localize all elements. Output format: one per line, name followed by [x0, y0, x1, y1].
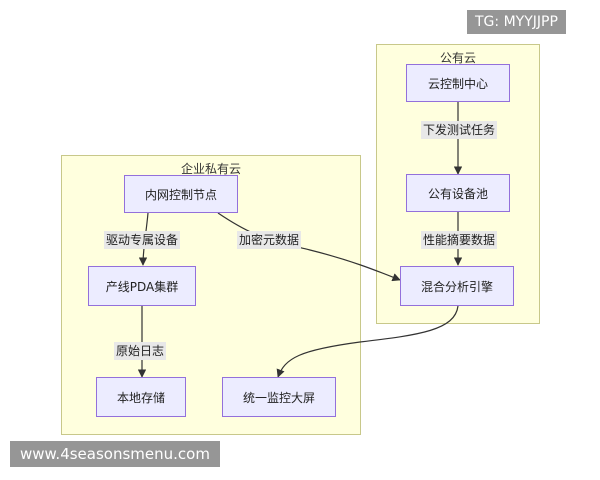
- node-dashboard: 统一监控大屏: [222, 377, 336, 417]
- node-public-pool: 公有设备池: [406, 174, 510, 212]
- watermark-website: www.4seasonsmenu.com: [10, 441, 220, 467]
- node-local-storage: 本地存储: [96, 377, 186, 417]
- edge-label-encrypted-meta: 加密元数据: [237, 231, 302, 249]
- cluster-title-private: 企业私有云: [180, 162, 241, 176]
- edge-label-raw-logs: 原始日志: [114, 342, 167, 360]
- edge-label-perf-summary: 性能摘要数据: [421, 231, 498, 249]
- node-pda-cluster: 产线PDA集群: [88, 266, 196, 306]
- watermark-telegram: TG: MYYJJPP: [467, 10, 566, 34]
- edge-label-dedicated-device: 驱动专属设备: [104, 231, 181, 249]
- node-intranet-control: 内网控制节点: [124, 175, 238, 213]
- cluster-title-public: 公有云: [439, 51, 476, 65]
- edge-label-test-tasks: 下发测试任务: [421, 121, 498, 139]
- node-mixed-engine: 混合分析引擎: [400, 266, 514, 306]
- node-cloud-control: 云控制中心: [406, 64, 510, 102]
